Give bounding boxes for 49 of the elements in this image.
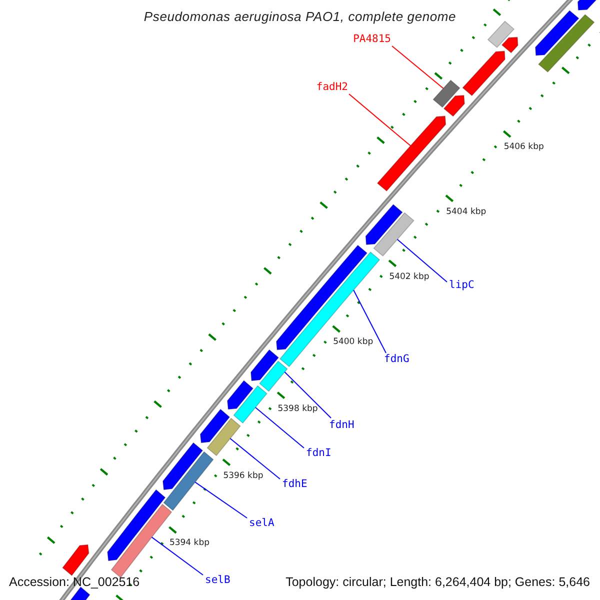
gene-label: selB <box>205 574 230 586</box>
scale-label: 5400 kbp <box>333 337 374 348</box>
gene-label: lipC <box>449 279 474 291</box>
leader-line <box>396 238 448 282</box>
gene-bar <box>373 212 414 257</box>
gene-arrow-block <box>462 50 506 96</box>
leader-line <box>230 438 280 480</box>
gene-label: fadH2 <box>316 81 348 93</box>
scale-label: 5398 kbp <box>278 404 318 414</box>
gene-bar <box>487 20 515 48</box>
gene-arrow-block <box>443 94 465 117</box>
leader-line <box>284 372 332 418</box>
gene-arrow-block <box>250 349 280 382</box>
gene-label: fdnH <box>329 419 354 431</box>
gene-label: PA4815 <box>353 33 391 45</box>
gene-label: fdhE <box>282 478 308 490</box>
gene-arrow-block <box>535 10 580 56</box>
gene-bar <box>163 451 214 511</box>
gene-arrow-block <box>62 544 90 576</box>
scale-label: 5396 kbp <box>223 470 264 481</box>
leader-line <box>255 407 304 448</box>
gene-bar <box>206 418 241 456</box>
genome-info-text: Topology: circular; Length: 6,264,404 bp; Genes: 5,646 <box>286 574 590 590</box>
scale-label: 5394 kbp <box>169 538 210 548</box>
map-title: Pseudomonas aeruginosa PAO1, complete genome <box>142 9 458 25</box>
gene-arrow-block <box>501 36 518 54</box>
leader-line <box>353 290 386 354</box>
scale-label: 5404 kbp <box>446 206 486 217</box>
accession-text: Accession: NC_002516 <box>9 574 140 590</box>
gene-label: selA <box>249 517 274 529</box>
gene-arrow-block <box>226 380 254 410</box>
gene-arrow-block <box>162 442 204 490</box>
scale-label: 5402 kbp <box>389 272 430 282</box>
gene-bar <box>432 80 460 108</box>
gene-bar <box>538 14 595 73</box>
leader-line <box>392 46 444 89</box>
gene-bar <box>233 385 268 424</box>
gene-arrow-block <box>200 408 230 444</box>
gene-arrow-block <box>107 489 166 562</box>
gene-arrow-block <box>365 204 403 246</box>
leader-line <box>151 536 204 576</box>
gene-bar <box>279 252 380 368</box>
scale-label: 5406 kbp <box>504 142 544 152</box>
gene-bar <box>259 360 288 392</box>
leader-line <box>194 482 248 518</box>
gene-arrow-block <box>376 116 446 192</box>
leader-line <box>348 94 411 146</box>
gene-label: fdnI <box>306 447 332 459</box>
gene-label: fdnG <box>384 353 410 365</box>
